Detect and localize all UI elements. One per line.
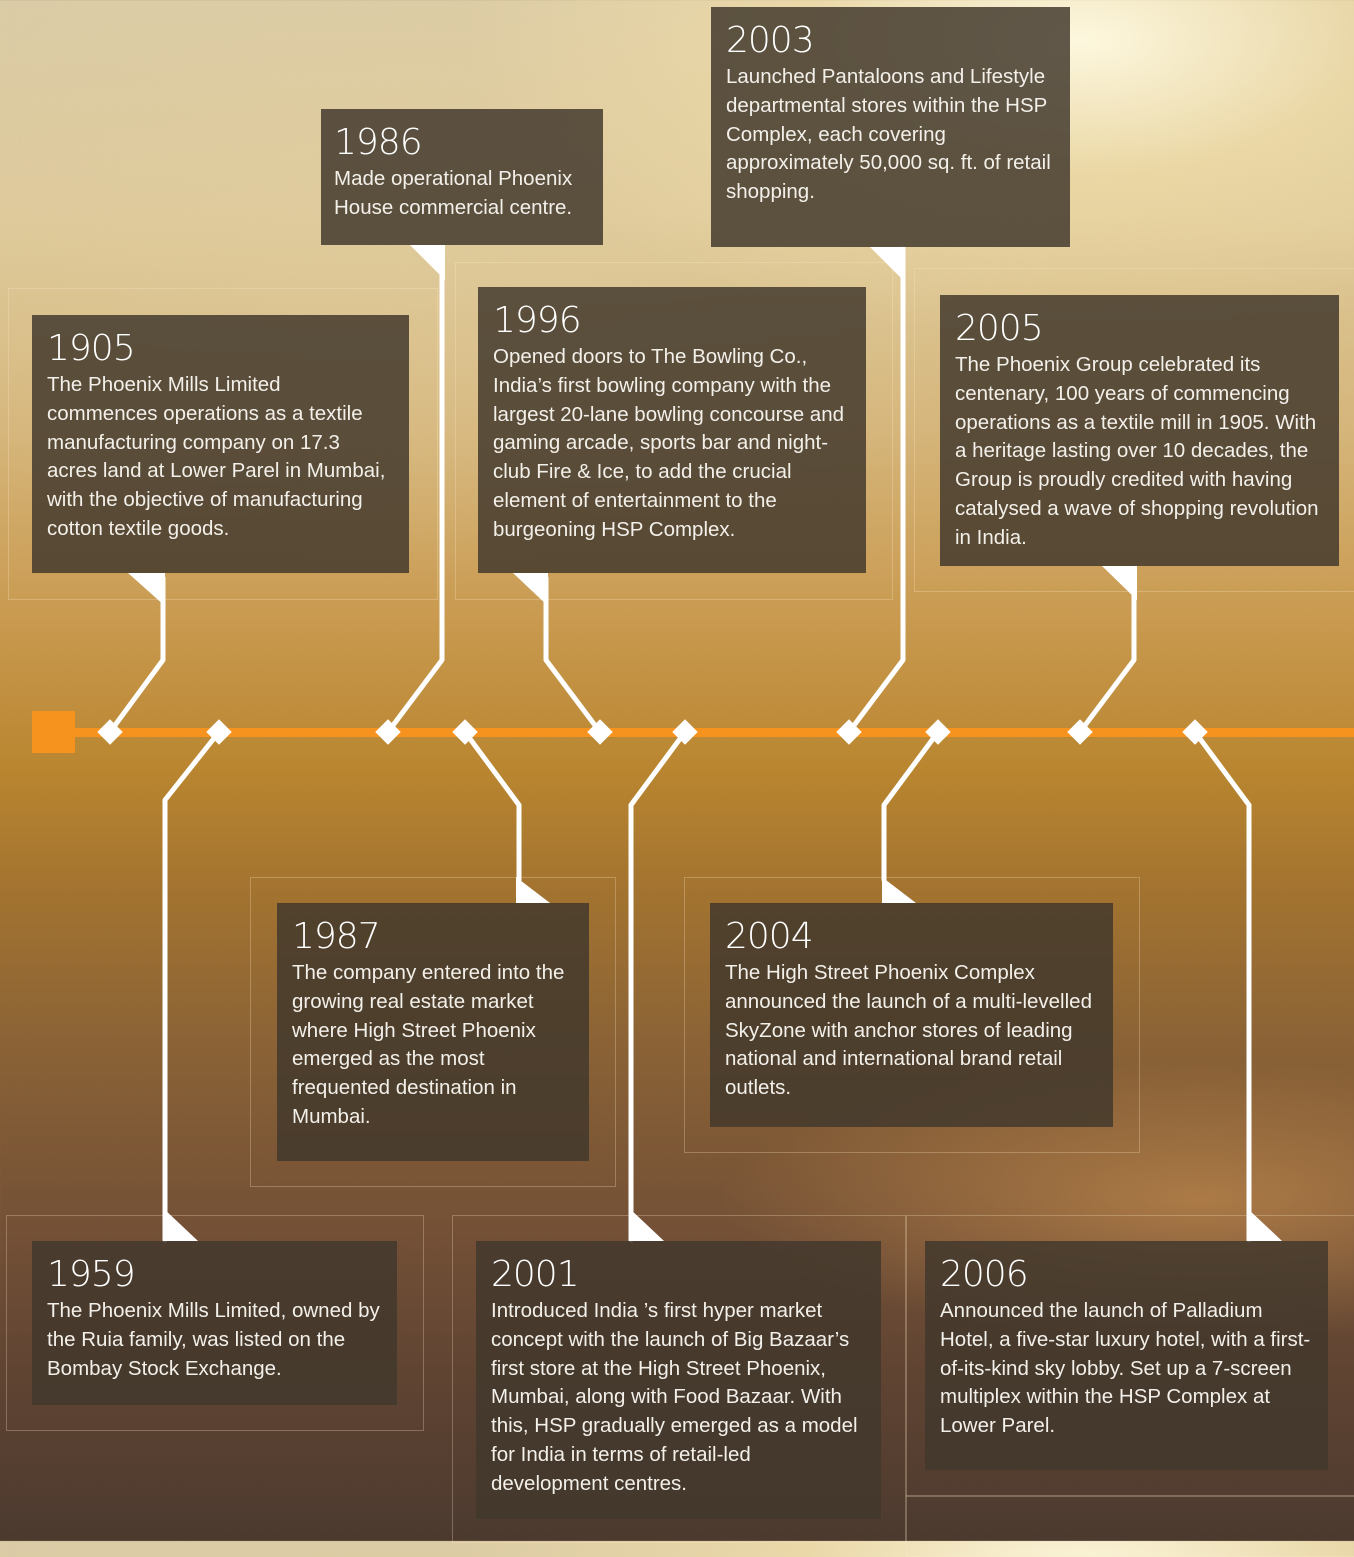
- event-description: The Phoenix Group celebrated its centena…: [955, 353, 1319, 549]
- card-frame: [684, 877, 1140, 1153]
- card-frame: [455, 262, 893, 600]
- event-year: 1959: [47, 1254, 136, 1295]
- marker-1986: [375, 719, 401, 745]
- marker-1996: [587, 719, 613, 745]
- pointer-1986: [410, 245, 445, 280]
- event-card-1959: 1959 The Phoenix Mills Limited, owned by…: [32, 1241, 397, 1405]
- pointer-1996: [513, 573, 548, 606]
- event-description: The company entered into the growing rea…: [292, 961, 565, 1128]
- timeline-start-marker: [32, 711, 75, 753]
- event-year: 1996: [493, 300, 582, 341]
- event-year: 1987: [292, 916, 381, 957]
- card-frame: [6, 1215, 424, 1431]
- pointer-2005: [1102, 566, 1137, 600]
- connector-2001: [628, 729, 688, 1243]
- event-description: The Phoenix Mills Limited commences oper…: [47, 373, 386, 540]
- event-card-1905: 1905 The Phoenix Mills Limited commences…: [32, 315, 409, 573]
- event-year: 2005: [955, 308, 1044, 349]
- event-description: Opened doors to The Bowling Co., India’s…: [493, 345, 845, 541]
- connector-1959: [162, 729, 222, 1243]
- pointer-1959: [163, 1208, 198, 1241]
- event-year: 1986: [334, 122, 423, 163]
- event-year: 1905: [47, 328, 136, 369]
- pointer-2006: [1247, 1208, 1282, 1241]
- timeline-axis: [60, 728, 1354, 737]
- connector-1905: [107, 575, 166, 735]
- event-year: 2001: [491, 1254, 580, 1295]
- event-description: Introduced India ’s first hyper market c…: [491, 1299, 858, 1495]
- event-card-2006: 2006 Announced the launch of Palladium H…: [925, 1241, 1328, 1470]
- connector-2003: [846, 245, 906, 735]
- marker-1905: [97, 719, 123, 745]
- event-card-1996: 1996 Opened doors to The Bowling Co., In…: [478, 287, 866, 573]
- connector-1987: [462, 729, 522, 883]
- marker-1959: [206, 719, 232, 745]
- card-frame: [906, 1215, 1354, 1497]
- connector-2006: [1192, 729, 1252, 1243]
- event-description: Launched Pantaloons and Lifestyle depart…: [726, 65, 1051, 204]
- marker-1987: [452, 719, 478, 745]
- pointer-2004: [882, 877, 916, 903]
- event-card-1987: 1987 The company entered into the growin…: [277, 903, 589, 1161]
- marker-2001: [672, 719, 698, 745]
- event-description: Announced the launch of Palladium Hotel,…: [940, 1299, 1311, 1438]
- event-card-2003: 2003 Launched Pantaloons and Lifestyle d…: [711, 7, 1070, 247]
- connector-1996: [543, 575, 603, 735]
- event-description: Made operational Phoenix House commercia…: [334, 167, 573, 219]
- event-card-2005: 2005 The Phoenix Group celebrated its ce…: [940, 295, 1339, 566]
- event-year: 2006: [940, 1254, 1029, 1295]
- event-card-2001: 2001 Introduced India ’s first hyper mar…: [476, 1241, 881, 1519]
- card-frame: [8, 288, 438, 600]
- marker-2004: [925, 719, 951, 745]
- event-year: 2004: [725, 916, 814, 957]
- connector-2005: [1077, 565, 1137, 735]
- connector-2004: [881, 729, 941, 883]
- pointer-1987: [516, 877, 550, 903]
- pointer-2001: [629, 1208, 664, 1241]
- event-card-2004: 2004 The High Street Phoenix Complex ann…: [710, 903, 1113, 1127]
- connector-1986: [385, 245, 445, 735]
- event-year: 2003: [726, 20, 815, 61]
- event-description: The Phoenix Mills Limited, owned by the …: [47, 1299, 380, 1380]
- event-card-1986: 1986 Made operational Phoenix House comm…: [321, 109, 603, 245]
- pointer-2003: [870, 247, 905, 282]
- pointer-1905: [128, 573, 165, 606]
- card-frame: [250, 877, 616, 1187]
- marker-2003: [836, 719, 862, 745]
- event-description: The High Street Phoenix Complex announce…: [725, 961, 1092, 1100]
